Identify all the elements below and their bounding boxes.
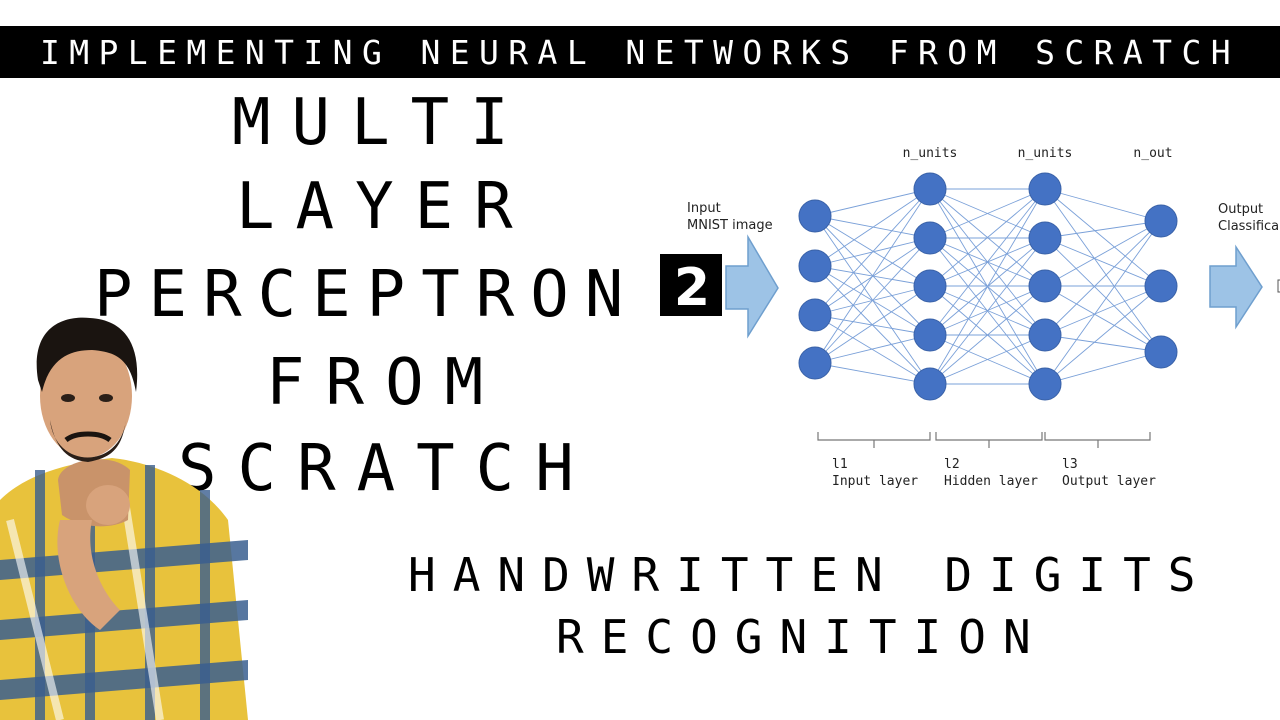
layer-name-output: Output layer bbox=[1062, 474, 1156, 489]
node-hidden-1-2 bbox=[913, 221, 947, 255]
edge-hidden-1-3-to-hidden-2-1 bbox=[929, 188, 1046, 287]
edge-hidden-2-1-to-output-3 bbox=[1044, 188, 1162, 353]
edge-input-4-to-hidden-1-4 bbox=[814, 334, 931, 364]
edge-hidden-2-2-to-output-3 bbox=[1044, 237, 1162, 353]
node-hidden-2-5 bbox=[1028, 367, 1062, 401]
edge-hidden-1-2-to-hidden-2-1 bbox=[929, 188, 1046, 239]
edge-hidden-1-5-to-hidden-2-3 bbox=[929, 285, 1046, 385]
edge-hidden-2-5-to-output-1 bbox=[1044, 220, 1162, 385]
subtitle-recognition: RECOGNITION bbox=[556, 610, 1048, 664]
edge-hidden-2-1-to-output-2 bbox=[1044, 188, 1162, 287]
node-input-3 bbox=[798, 298, 832, 332]
node-input-2 bbox=[798, 249, 832, 283]
edge-hidden-2-2-to-output-2 bbox=[1044, 237, 1162, 287]
node-output-3 bbox=[1144, 335, 1178, 369]
svg-text:2: 2 bbox=[674, 258, 710, 318]
node-hidden-1-1 bbox=[913, 172, 947, 206]
edge-input-1-to-hidden-1-3 bbox=[814, 215, 931, 287]
node-hidden-2-1 bbox=[1028, 172, 1062, 206]
input-caption-line-1: Input bbox=[687, 201, 721, 216]
output-arrow bbox=[1209, 244, 1263, 330]
output-caption-line-2: Classifica bbox=[1218, 219, 1279, 234]
edge-input-4-to-hidden-1-2 bbox=[814, 237, 931, 364]
presenter-photo bbox=[0, 317, 248, 720]
layer-header-hidden-2: n_units bbox=[1018, 146, 1073, 161]
edge-hidden-2-4-to-output-3 bbox=[1044, 334, 1162, 353]
title-line-multi: MULTI bbox=[232, 86, 530, 160]
node-hidden-2-2 bbox=[1028, 221, 1062, 255]
edge-input-2-to-hidden-1-1 bbox=[814, 188, 931, 267]
edge-input-4-to-hidden-1-5 bbox=[814, 362, 931, 385]
edge-hidden-2-3-to-output-1 bbox=[1044, 220, 1162, 287]
mnist-digit-image: 2 bbox=[660, 254, 722, 318]
network-nodes bbox=[798, 172, 1178, 401]
node-hidden-1-4 bbox=[913, 318, 947, 352]
brace-l3 bbox=[1044, 432, 1151, 448]
layer-name-input: Input layer bbox=[832, 474, 918, 489]
node-hidden-1-3 bbox=[913, 269, 947, 303]
brace-l1 bbox=[817, 432, 931, 448]
edge-input-1-to-hidden-1-1 bbox=[814, 188, 931, 217]
edge-input-3-to-hidden-1-1 bbox=[814, 188, 931, 316]
layer-id-l3: l3 bbox=[1062, 457, 1078, 472]
top-banner: IMPLEMENTING NEURAL NETWORKS FROM SCRATC… bbox=[0, 26, 1280, 78]
edge-hidden-2-5-to-output-3 bbox=[1044, 351, 1162, 385]
node-hidden-2-4 bbox=[1028, 318, 1062, 352]
node-output-1 bbox=[1144, 204, 1178, 238]
input-caption-line-2: MNIST image bbox=[687, 218, 773, 233]
edge-hidden-2-3-to-output-3 bbox=[1044, 285, 1162, 353]
output-box-fragment bbox=[1277, 279, 1280, 293]
node-hidden-2-3 bbox=[1028, 269, 1062, 303]
title-line-perceptron: PERCEPTRON bbox=[94, 258, 640, 332]
edge-hidden-1-5-to-hidden-2-2 bbox=[929, 237, 1046, 385]
title-line-scratch: SCRATCH bbox=[178, 432, 595, 506]
brace-l2 bbox=[935, 432, 1043, 448]
layer-braces bbox=[817, 432, 1151, 448]
layer-id-l1: l1 bbox=[832, 457, 848, 472]
edge-hidden-2-2-to-output-1 bbox=[1044, 220, 1162, 239]
edge-hidden-1-4-to-hidden-2-1 bbox=[929, 188, 1046, 336]
input-arrow bbox=[725, 234, 779, 339]
edge-hidden-2-4-to-output-1 bbox=[1044, 220, 1162, 336]
layer-name-hidden: Hidden layer bbox=[944, 474, 1038, 489]
subtitle-handwritten-digits: HANDWRITTEN DIGITS bbox=[408, 548, 1213, 602]
edge-hidden-2-5-to-output-2 bbox=[1044, 285, 1162, 385]
node-input-1 bbox=[798, 199, 832, 233]
edge-hidden-1-5-to-hidden-2-1 bbox=[929, 188, 1046, 385]
edge-hidden-2-1-to-output-1 bbox=[1044, 188, 1162, 222]
title-line-from: FROM bbox=[266, 346, 505, 420]
edge-hidden-1-5-to-hidden-2-4 bbox=[929, 334, 1046, 385]
layer-header-hidden-1: n_units bbox=[903, 146, 958, 161]
output-caption-line-1: Output bbox=[1218, 202, 1263, 217]
edge-input-4-to-hidden-1-1 bbox=[814, 188, 931, 364]
title-line-layer: LAYER bbox=[236, 170, 534, 244]
network-edges bbox=[814, 188, 1162, 385]
node-input-4 bbox=[798, 346, 832, 380]
banner-title: IMPLEMENTING NEURAL NETWORKS FROM SCRATC… bbox=[40, 33, 1240, 72]
edge-input-3-to-hidden-1-5 bbox=[814, 314, 931, 385]
edge-hidden-2-4-to-output-2 bbox=[1044, 285, 1162, 336]
node-hidden-1-5 bbox=[913, 367, 947, 401]
layer-id-l2: l2 bbox=[944, 457, 960, 472]
edge-input-4-to-hidden-1-3 bbox=[814, 285, 931, 364]
node-output-2 bbox=[1144, 269, 1178, 303]
layer-header-output: n_out bbox=[1133, 146, 1172, 161]
